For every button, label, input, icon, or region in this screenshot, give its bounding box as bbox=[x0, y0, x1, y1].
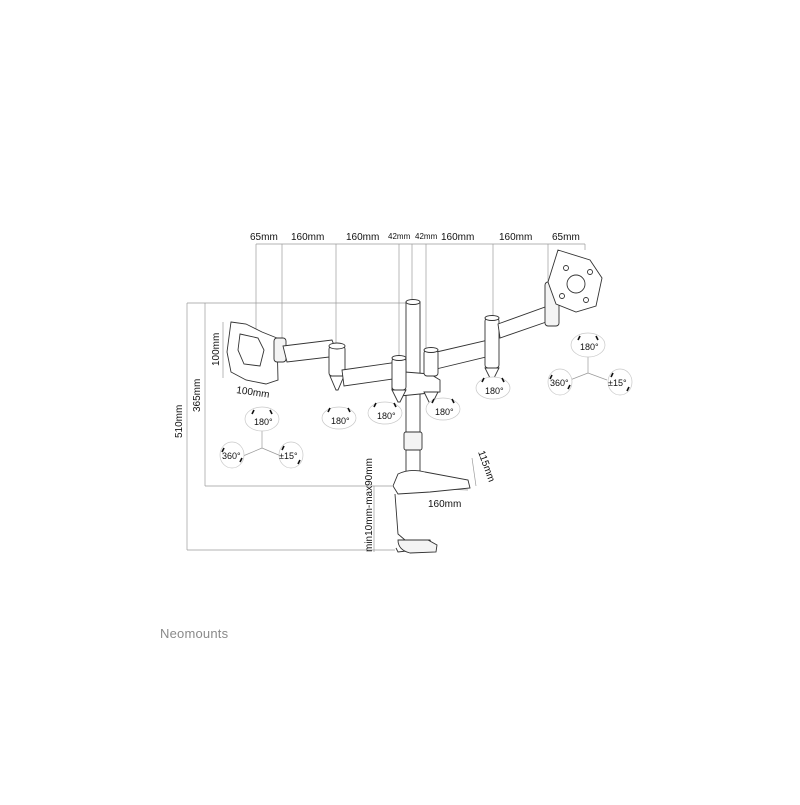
rot-left-tilt: ±15° bbox=[279, 451, 298, 461]
rot-joint-a: 180° bbox=[331, 416, 350, 426]
monitor-arm-drawing bbox=[226, 249, 603, 554]
rot-right-top: 180° bbox=[580, 342, 599, 352]
dimension-lines bbox=[186, 243, 586, 552]
dim-top-6: 160mm bbox=[441, 232, 474, 243]
dim-arm-height: 365mm bbox=[192, 379, 203, 412]
rot-left-top: 180° bbox=[254, 417, 273, 427]
dim-top-3: 160mm bbox=[346, 232, 379, 243]
dim-vesa-height: 100mm bbox=[211, 333, 222, 366]
right-rotation-group bbox=[547, 332, 633, 396]
rotation-indicators bbox=[219, 332, 633, 469]
rot-joint-c: 180° bbox=[435, 407, 454, 417]
dim-top-8: 65mm bbox=[552, 232, 580, 243]
dimension-labels: 65mm 160mm 160mm 42mm 42mm 160mm 160mm 6… bbox=[174, 232, 580, 552]
dim-top-1: 65mm bbox=[250, 232, 278, 243]
dim-top-4: 42mm bbox=[388, 232, 411, 241]
left-rotation-group bbox=[219, 406, 304, 469]
dim-vesa-width: 100mm bbox=[236, 385, 271, 401]
dim-clamp-height: 115mm bbox=[475, 449, 496, 483]
rot-joint-d: 180° bbox=[485, 386, 504, 396]
dim-top-5: 42mm bbox=[415, 232, 438, 241]
rotation-labels: 180° 360° ±15° 180° 180° 180° 180° 180° … bbox=[222, 342, 627, 461]
rot-left-360: 360° bbox=[222, 451, 241, 461]
rot-right-360: 360° bbox=[550, 378, 569, 388]
rot-joint-b: 180° bbox=[377, 411, 396, 421]
dim-clamp-depth: 160mm bbox=[428, 499, 461, 510]
rot-right-tilt: ±15° bbox=[608, 378, 627, 388]
brand-logo: Neomounts bbox=[160, 626, 229, 641]
dim-desk-thickness: min10mm-max90mm bbox=[364, 458, 375, 552]
dim-top-7: 160mm bbox=[499, 232, 532, 243]
dim-total-height: 510mm bbox=[174, 405, 185, 438]
dim-top-2: 160mm bbox=[291, 232, 324, 243]
